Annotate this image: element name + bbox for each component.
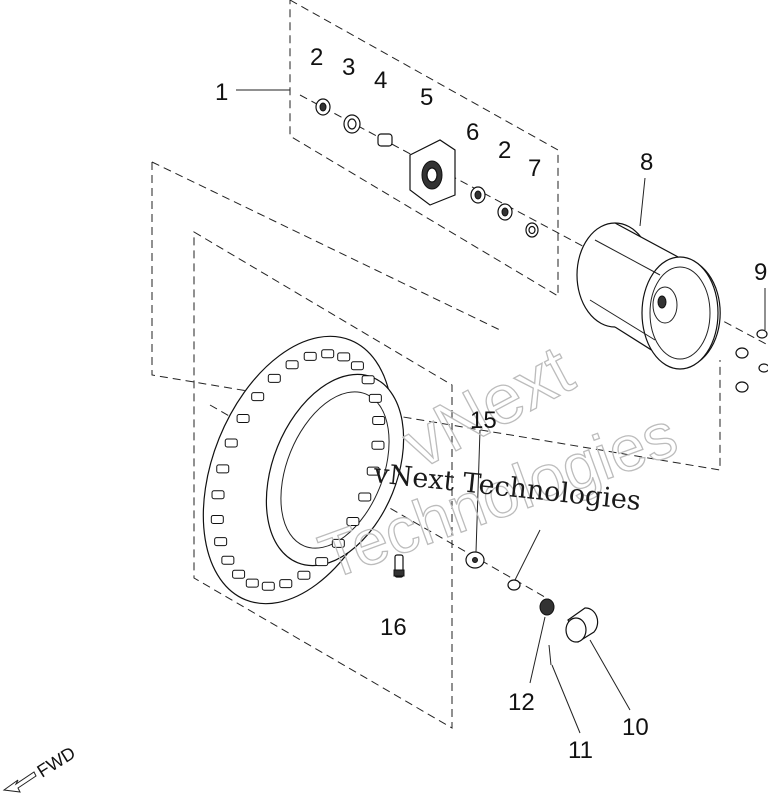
- tire-part: [202, 335, 405, 605]
- washer-part-15: [465, 551, 521, 591]
- callout-10: 10: [622, 714, 649, 741]
- forward-direction-indicator: FWD: [2, 743, 79, 793]
- tread-block: [315, 557, 329, 567]
- leader-15a: [475, 429, 481, 553]
- tread-block: [211, 490, 225, 500]
- tire-tread-blocks: [210, 349, 386, 591]
- collar-part-7: [525, 222, 539, 238]
- leader-15b: [514, 529, 541, 581]
- bearing-part-6: [470, 186, 486, 204]
- callout-4: 4: [374, 67, 387, 94]
- callout-6: 6: [466, 119, 479, 146]
- bearing-part-2a: [315, 98, 331, 116]
- callout-11: 11: [568, 737, 593, 764]
- callout-12: 12: [508, 689, 535, 716]
- tread-block: [366, 466, 380, 476]
- tread-block: [303, 351, 317, 361]
- tread-block: [337, 352, 351, 362]
- callout-5: 5: [420, 84, 433, 111]
- wheel-rim-part-8: [576, 222, 721, 370]
- tread-block: [261, 581, 275, 591]
- tread-block: [297, 570, 311, 580]
- tread-block: [346, 516, 360, 526]
- leader-8: [639, 177, 646, 227]
- wheel-assembly-dashed-box: [151, 162, 721, 471]
- tread-block: [368, 393, 382, 403]
- fwd-label: FWD: [34, 743, 79, 782]
- tread-block: [350, 361, 364, 371]
- tread-block: [210, 514, 224, 524]
- hub-assembly-dashed-box: [289, 0, 559, 297]
- callout-9: 9: [754, 259, 767, 286]
- tread-block: [221, 555, 235, 565]
- leader-10: [589, 639, 631, 711]
- tread-block: [216, 464, 230, 474]
- tread-block: [267, 373, 281, 383]
- tread-block: [321, 349, 335, 359]
- callout-2b: 2: [498, 137, 511, 164]
- callout-15: 15: [470, 407, 497, 434]
- tread-block: [236, 414, 250, 424]
- callout-8: 8: [640, 149, 653, 176]
- callout-7: 7: [528, 155, 541, 182]
- tread-block: [361, 375, 375, 385]
- leader-11: [551, 664, 581, 734]
- callout-3: 3: [342, 54, 355, 81]
- tread-block: [214, 537, 228, 547]
- tread-block: [224, 438, 238, 448]
- seal-part-3: [343, 114, 361, 134]
- tread-block: [279, 579, 293, 589]
- callout-1: 1: [215, 79, 228, 106]
- tread-block: [372, 416, 386, 426]
- hub-part-5: [409, 139, 456, 206]
- tread-block: [331, 538, 345, 548]
- tire-dashed-box: [193, 231, 453, 729]
- spacer-part-4: [377, 133, 393, 147]
- tread-block: [245, 578, 259, 588]
- callout-16: 16: [380, 614, 407, 641]
- tread-block: [232, 569, 246, 579]
- cotter-pin-part-11: [548, 644, 552, 666]
- lug-nut-part-9: [735, 329, 768, 393]
- tread-block: [285, 360, 299, 370]
- valve-part-16: [393, 554, 405, 578]
- tread-block: [371, 440, 385, 450]
- seal-part-2b: [497, 203, 513, 221]
- forward-arrow-icon: [2, 771, 37, 793]
- leader-12: [529, 616, 546, 684]
- tread-block: [251, 392, 265, 402]
- callout-2a: 2: [310, 44, 323, 71]
- hub-cap-part-10: [565, 607, 599, 643]
- tread-block: [358, 492, 372, 502]
- castle-nut-part-12: [539, 598, 555, 616]
